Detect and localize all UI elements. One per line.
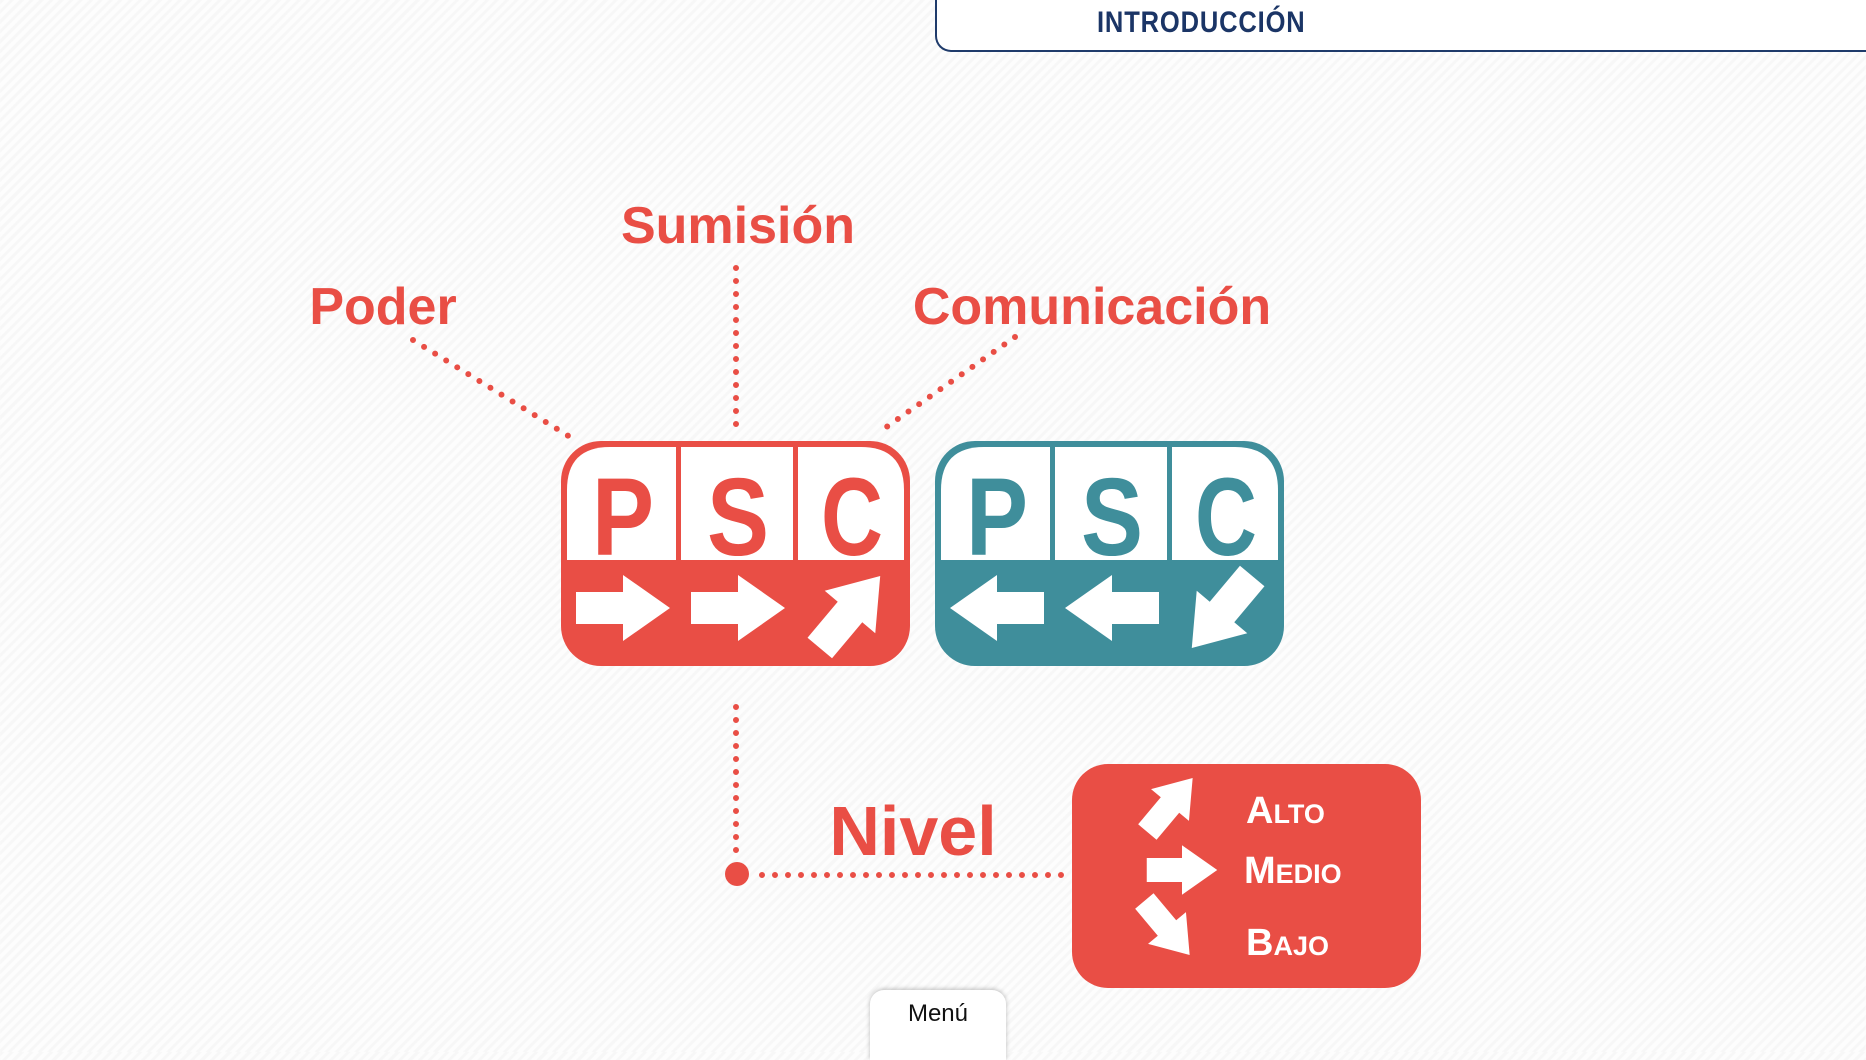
level-bajo: Bajo [1246, 922, 1329, 964]
connector-poder [410, 337, 578, 443]
level-alto: Alto [1246, 790, 1325, 832]
label-poder: Poder [309, 278, 456, 336]
label-comunicacion: Comunicación [913, 278, 1271, 336]
level-legend: Alto Medio Bajo [1072, 762, 1421, 988]
menu-button[interactable]: Menú [870, 990, 1006, 1060]
connector-comunicacion [882, 334, 1018, 431]
psc-teal-badge: P S C [935, 441, 1284, 670]
psc-teal-letter-p: P [966, 456, 1028, 579]
section-title: INTRODUCCIÓN [1097, 6, 1306, 39]
psc-red-badge: P S C [561, 441, 910, 670]
level-medio: Medio [1244, 850, 1342, 892]
psc-red-letter-p: P [592, 456, 654, 579]
section-header-tab: INTRODUCCIÓN [935, 0, 1866, 52]
psc-red-letter-s: S [707, 456, 769, 579]
label-sumision: Sumisión [621, 197, 855, 255]
label-nivel: Nivel [829, 792, 996, 870]
psc-teal-letter-c: C [1195, 456, 1257, 579]
dotted-connectors [410, 265, 1068, 878]
psc-teal-letter-s: S [1081, 456, 1143, 579]
psc-red-letter-c: C [821, 456, 883, 579]
connector-dot [725, 862, 749, 886]
